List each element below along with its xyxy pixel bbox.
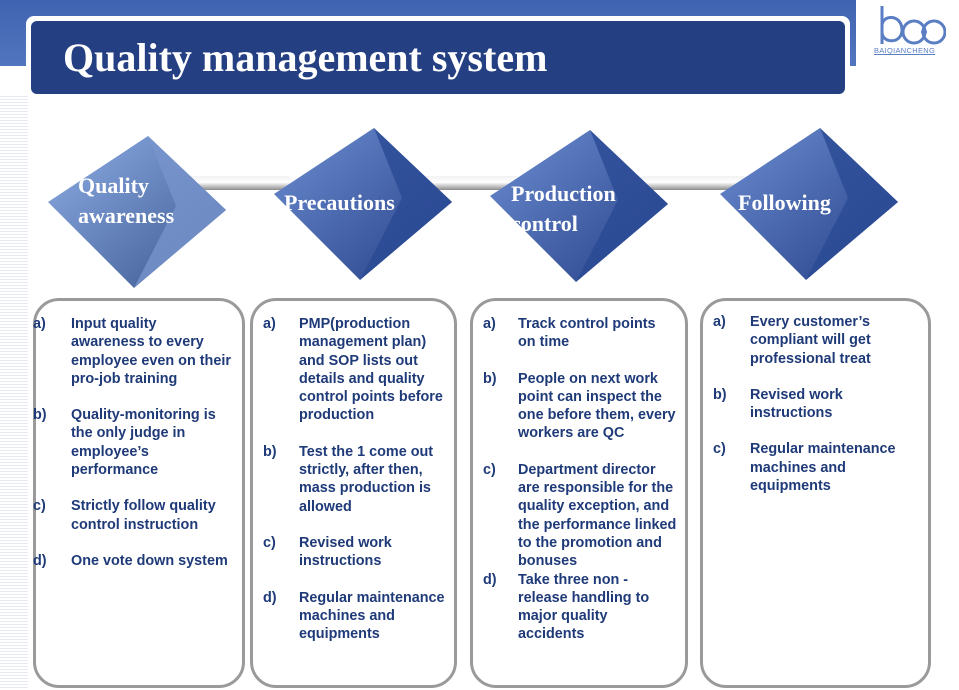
list-item: d) Regular maintenance machines and equip… (263, 589, 446, 644)
stage-label-1: Quality awareness (78, 171, 174, 231)
list-item: a) Every customer’s compliant will get pr… (713, 313, 920, 368)
item-letter: a) (263, 316, 276, 332)
list-item: c) Department director are responsible fo… (483, 461, 677, 571)
item-letter: c) (713, 441, 726, 458)
process-diagram (48, 128, 898, 288)
item-letter: b) (33, 407, 47, 424)
boo-logo-icon (880, 6, 946, 45)
stage-cube-4 (720, 128, 898, 280)
item-letter: a) (713, 314, 726, 330)
stage-box-3: a) Track control points on time b) People o… (470, 298, 688, 688)
stage-label-line: Precautions (284, 190, 395, 215)
stage-box-4: a) Every customer’s compliant will get pr… (700, 298, 931, 688)
stage-box-2: a) PMP(production management plan) and SO… (250, 298, 457, 688)
stage-cube-3 (490, 130, 668, 282)
item-letter: a) (483, 316, 496, 332)
item-text: Take three non -release handling to majo… (518, 571, 650, 643)
connector-3 (637, 176, 749, 190)
item-letter: c) (33, 498, 46, 515)
stage-cube-1 (48, 136, 226, 288)
connector-2 (410, 176, 522, 190)
stage-label-line: Following (738, 190, 831, 215)
list-item: b) People on next work point can inspect … (483, 370, 677, 443)
list-item: b) Quality-monitoring is the only judge i… (33, 406, 234, 479)
page-title: Quality management system (63, 35, 548, 80)
item-text: Revised work instructions (750, 386, 843, 422)
item-list: a) Input quality awareness to every emplo… (33, 315, 234, 588)
list-item: d) One vote down system (33, 552, 234, 570)
stage-label-2: Precautions (284, 188, 395, 218)
stage-label-line: Quality (78, 173, 149, 198)
item-text: Regular maintenance machines and equipme… (299, 589, 445, 643)
item-letter: d) (263, 589, 277, 606)
item-letter: c) (483, 461, 496, 478)
connector-1 (182, 176, 294, 190)
stage-label-line: awareness (78, 203, 175, 228)
item-text: Test the 1 come out strictly, after then… (299, 443, 434, 515)
item-letter: d) (483, 571, 497, 588)
item-text: Regular maintenance machines and equipme… (750, 441, 896, 495)
side-stripes (0, 96, 28, 690)
item-text: Revised work instructions (299, 534, 392, 570)
item-text: Input quality awareness to every employe… (71, 316, 231, 387)
item-text: People on next work point can inspect th… (518, 370, 676, 442)
logo: BAIQIANCHENG (856, 0, 959, 66)
stage-box-1: a) Input quality awareness to every emplo… (33, 298, 245, 688)
item-text: Department director are responsible for … (518, 461, 677, 570)
list-item: a) Track control points on time (483, 315, 677, 352)
logo-text: BAIQIANCHENG (874, 46, 936, 55)
item-text: Track control points on time (518, 316, 656, 351)
item-letter: d) (33, 552, 47, 569)
item-text: One vote down system (71, 552, 228, 569)
item-letter: a) (33, 316, 46, 332)
list-item: c) Regular maintenance machines and equip… (713, 440, 920, 495)
stage-label-3: Production control (511, 179, 616, 239)
list-item: c) Strictly follow quality control instru… (33, 497, 234, 534)
item-list: a) Track control points on time b) People o… (483, 315, 677, 662)
stage-label-line: control (511, 211, 578, 236)
title-bar: Quality management system (31, 21, 845, 94)
item-text: Quality-monitoring is the only judge in … (71, 407, 216, 479)
stage-cube-2 (274, 128, 452, 280)
item-text: Every customer’s compliant will get prof… (750, 314, 871, 367)
item-letter: c) (263, 534, 276, 551)
item-letter: b) (263, 443, 277, 460)
list-item: b) Test the 1 come out strictly, after th… (263, 443, 446, 516)
item-text: PMP(production management plan) and SOP … (299, 316, 443, 424)
list-item: c) Revised work instructions (263, 534, 446, 571)
item-list: a) Every customer’s compliant will get pr… (713, 313, 920, 513)
item-text: Strictly follow quality control instruct… (71, 498, 216, 533)
stage-label-4: Following (738, 188, 831, 218)
list-item: d) Take three non -release handling to ma… (483, 571, 677, 644)
list-item: a) PMP(production management plan) and SO… (263, 315, 446, 425)
list-item: a) Input quality awareness to every emplo… (33, 315, 234, 388)
stage-label-line: Production (511, 181, 616, 206)
item-letter: b) (713, 386, 727, 403)
item-list: a) PMP(production management plan) and SO… (263, 315, 446, 661)
list-item: b) Revised work instructions (713, 386, 920, 423)
item-letter: b) (483, 370, 497, 387)
